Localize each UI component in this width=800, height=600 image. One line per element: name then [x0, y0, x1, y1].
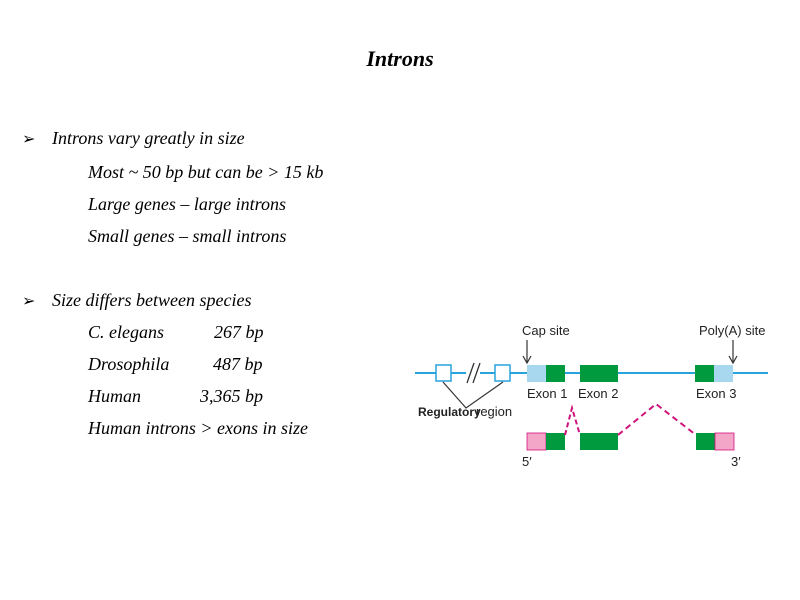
intron2-splice: [617, 402, 697, 436]
break-mark: [472, 362, 481, 384]
exon2-dna: [580, 365, 618, 382]
region-label: region: [476, 404, 512, 419]
regulatory-box: [494, 364, 511, 382]
bullet-introns-size: ➢ Introns vary greatly in size: [22, 128, 245, 149]
species-intron-size: 3,365 bp: [200, 386, 263, 406]
polya-site-label: Poly(A) site: [699, 323, 765, 338]
exon1-transcript: [546, 433, 565, 450]
break-mark: [466, 362, 475, 384]
utr-3-transcript: [714, 432, 735, 451]
sub-item: Most ~ 50 bp but can be > 15 kb: [88, 162, 324, 182]
bullet-species: ➢ Size differs between species: [22, 290, 251, 311]
exon1-dna: [546, 365, 565, 382]
sub-item: Large genes – large introns: [88, 194, 286, 214]
species-name: Human: [88, 386, 141, 406]
sub-item: Human introns > exons in size: [88, 418, 308, 438]
exon3-label: Exon 3: [696, 386, 736, 401]
species-intron-size: 487 bp: [213, 354, 263, 374]
three-prime-label: 3′: [731, 454, 741, 469]
exon3-transcript: [696, 433, 715, 450]
utr-3-dna: [714, 365, 733, 382]
utr-5-dna: [527, 365, 546, 382]
utr-5-transcript: [526, 432, 547, 451]
exon1-label: Exon 1: [527, 386, 567, 401]
cap-site-label: Cap site: [522, 323, 570, 338]
gene-structure-diagram: Cap site Poly(A) site Regulatory region …: [415, 323, 768, 469]
regulatory-label: Regulatory: [418, 405, 481, 419]
species-name: C. elegans: [88, 322, 164, 342]
exon2-label: Exon 2: [578, 386, 618, 401]
bullet-text: Size differs between species: [52, 290, 252, 310]
regulatory-bracket: [442, 381, 504, 409]
five-prime-label: 5′: [522, 454, 532, 469]
intron1-splice: [564, 404, 581, 436]
exon3-dna: [695, 365, 714, 382]
species-name: Drosophila: [88, 354, 170, 374]
arrow-bullet-icon: ➢: [22, 131, 36, 148]
sub-item: Small genes – small introns: [88, 226, 287, 246]
bullet-text: Introns vary greatly in size: [52, 128, 245, 148]
regulatory-box: [435, 364, 452, 382]
species-intron-size: 267 bp: [214, 322, 264, 342]
arrow-bullet-icon: ➢: [22, 293, 36, 310]
exon2-transcript: [580, 433, 618, 450]
slide-title: Introns: [366, 46, 434, 71]
